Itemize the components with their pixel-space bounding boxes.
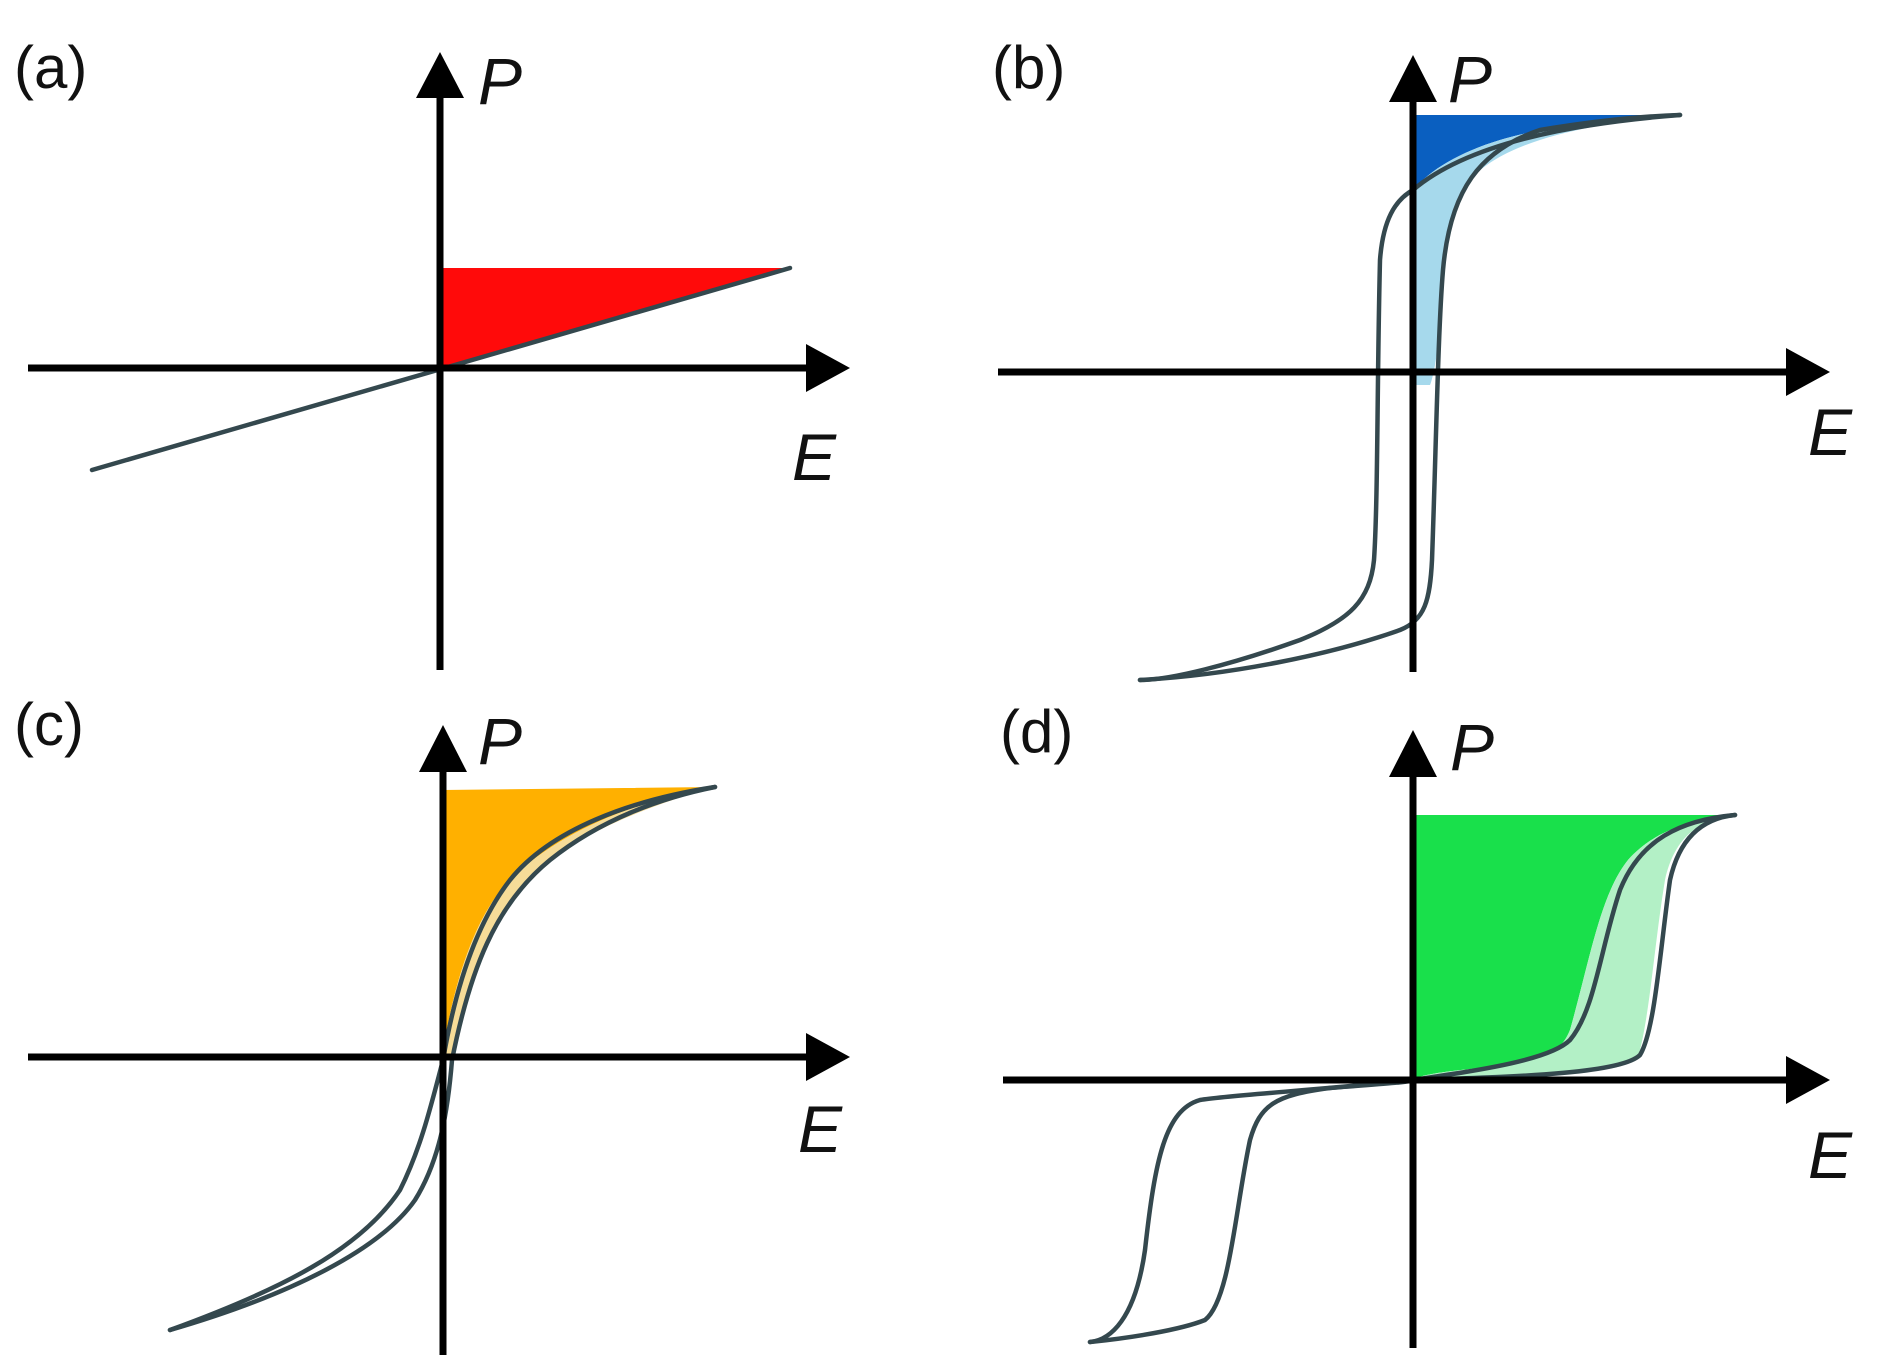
panel-c: (c) P E (14, 691, 850, 1355)
panel-c-y-axis-label: P (478, 704, 522, 778)
panel-d-energy-fill (1413, 815, 1735, 1080)
panel-b: (b) P E (992, 34, 1853, 683)
panel-d-x-axis-label: E (1808, 1118, 1853, 1192)
panel-a-y-axis-label: P (478, 44, 522, 118)
panel-b-y-axis-arrow (1389, 55, 1437, 102)
panel-b-hysteresis-lower-branch (1137, 112, 1683, 683)
panel-a-y-axis-arrow (416, 52, 464, 98)
panel-b-energy-fill (1413, 115, 1680, 190)
panel-b-x-axis-label: E (1808, 395, 1853, 469)
panel-c-label: (c) (14, 691, 84, 758)
panel-a-x-axis-label: E (792, 420, 837, 494)
panel-a-label: (a) (14, 34, 87, 101)
panel-d-x-axis-arrow (1786, 1056, 1830, 1104)
panel-d-y-axis-label: P (1450, 710, 1494, 784)
panel-d-y-axis-arrow (1389, 730, 1437, 777)
panel-c-energy-fill (443, 787, 715, 1050)
panel-d: (d) P E (1000, 698, 1853, 1348)
panel-a: (a) P E (14, 34, 850, 670)
panel-c-x-axis-label: E (798, 1092, 843, 1166)
panel-b-hysteresis-upper-branch (1137, 112, 1683, 683)
panel-c-x-axis-arrow (806, 1033, 850, 1081)
panel-b-label: (b) (992, 34, 1065, 101)
panel-b-x-axis-arrow (1786, 348, 1830, 396)
panel-d-loss-fill (1413, 815, 1735, 1080)
panel-c-y-axis-arrow (419, 725, 467, 772)
panel-d-label: (d) (1000, 698, 1073, 765)
panel-b-y-axis-label: P (1448, 42, 1492, 116)
panel-a-x-axis-arrow (806, 344, 850, 392)
